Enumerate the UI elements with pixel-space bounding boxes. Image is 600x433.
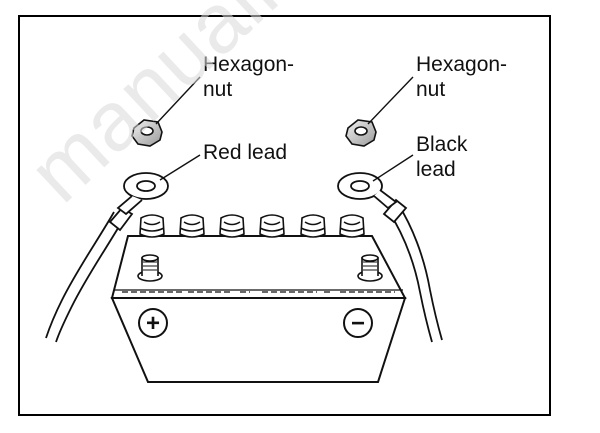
left-hexagon-nut xyxy=(131,119,163,147)
terminal-post-negative xyxy=(357,254,383,282)
black-lead-label: Black lead xyxy=(416,133,468,181)
terminal-post-positive xyxy=(137,254,163,282)
red-lead-leader xyxy=(159,154,201,181)
left-nut-leader xyxy=(155,76,201,125)
red-lead-ring-terminal xyxy=(116,172,169,216)
right-hexagon-nut xyxy=(345,119,377,147)
red-lead-label: Red lead xyxy=(203,141,288,164)
right-nut-label: Hexagon- nut xyxy=(416,53,508,101)
negative-terminal-mark: − xyxy=(343,308,373,338)
vent-caps xyxy=(139,214,365,238)
left-nut-label: Hexagon- nut xyxy=(203,53,295,101)
right-nut-leader xyxy=(367,76,414,125)
svg-text:+: + xyxy=(146,310,160,337)
positive-terminal-mark: + xyxy=(138,308,168,338)
black-lead-ring-terminal xyxy=(337,172,398,210)
black-lead-leader xyxy=(372,154,414,182)
svg-text:−: − xyxy=(351,310,365,337)
black-lead-cable xyxy=(382,198,443,343)
battery-body xyxy=(110,235,407,383)
leader-lines xyxy=(155,76,414,182)
